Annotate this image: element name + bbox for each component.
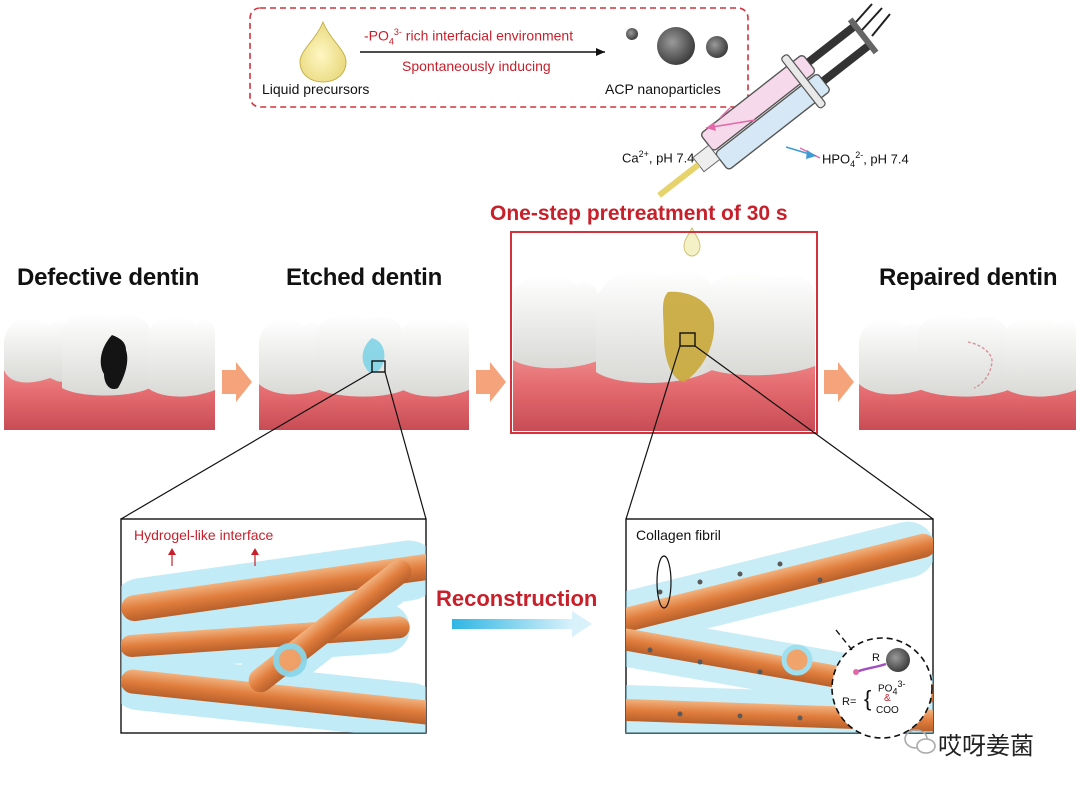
reconstruction-label: Reconstruction: [436, 586, 598, 611]
r-group-label: R: [872, 652, 880, 664]
stage-arrow: [824, 362, 854, 402]
hydrogel-interface-label: Hydrogel-like interface: [134, 527, 274, 543]
amp-label: &: [884, 693, 891, 704]
repaired-dentin-illustration: [859, 314, 1076, 430]
zoom-line: [625, 345, 681, 520]
liquid-precursors-label: Liquid precursors: [262, 81, 370, 97]
stage-arrow: [476, 362, 506, 402]
pretreatment-illustration: [513, 270, 815, 431]
zoom-line: [694, 345, 934, 520]
wechat-icon: [904, 729, 936, 754]
pretreatment-frame: [510, 231, 818, 434]
pretreatment-title: One-step pretreatment of 30 s: [490, 202, 788, 225]
r-equation-label: R=: [842, 696, 857, 708]
po4-label: PO43-: [878, 679, 906, 697]
etched-dentin-title: Etched dentin: [286, 264, 443, 291]
zoom-marker-left: [371, 360, 386, 373]
zoom-line: [384, 371, 427, 520]
etched-area: [362, 338, 385, 374]
syringe-icon: [657, 3, 891, 198]
stage-arrow: [222, 362, 252, 402]
nanoparticle-icon: [626, 28, 638, 40]
spontaneously-inducing-label: Spontaneously inducing: [402, 58, 551, 74]
watermark-text: 哎呀姜菌: [938, 733, 1034, 760]
precursor-box: [249, 7, 749, 108]
calcium-label: Ca2+, pH 7.4: [622, 149, 695, 166]
collagen-fibril-label: Collagen fibril: [636, 527, 721, 543]
defective-dentin-illustration: [4, 312, 215, 430]
phosphate-label: HPO42-, pH 7.4: [822, 150, 909, 169]
etched-dentin-illustration: [259, 314, 469, 430]
interfacial-environment-label: -PO43- rich interfacial environment: [364, 27, 574, 47]
coo-label: COO: [876, 705, 899, 716]
hydrogel-zoom-panel: [120, 518, 427, 734]
caries-lesion: [100, 335, 128, 390]
precursor-droplet-icon: [683, 226, 701, 257]
repaired-area-outline: [967, 341, 993, 389]
liquid-drop-icon: [299, 20, 347, 83]
repaired-dentin-title: Repaired dentin: [879, 264, 1058, 291]
collagen-zoom-panel: [625, 518, 934, 739]
brace: {: [864, 686, 872, 711]
acp-nanoparticles-label: ACP nanoparticles: [605, 81, 721, 97]
nanoparticle-icon: [706, 36, 728, 58]
nanoparticle-icon: [657, 27, 695, 65]
zoom-marker-right: [679, 332, 696, 347]
reconstruction-arrow: [452, 619, 572, 629]
zoom-line: [120, 371, 373, 520]
defective-dentin-title: Defective dentin: [17, 264, 200, 291]
